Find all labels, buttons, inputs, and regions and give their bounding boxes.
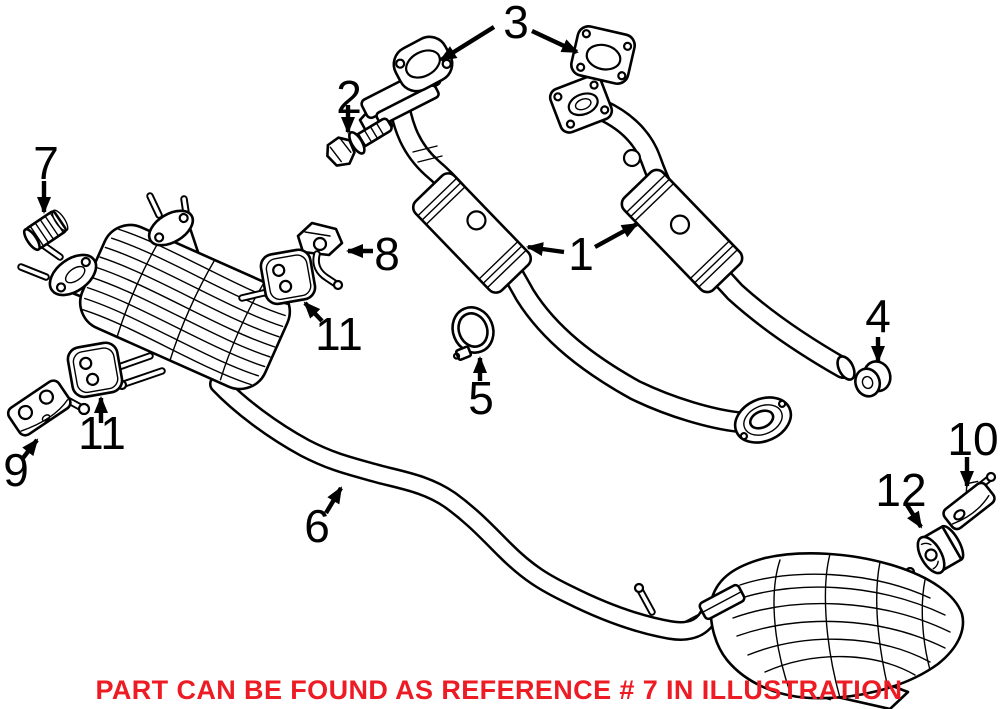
- support-bracket-drawing: [942, 471, 997, 531]
- outlet-flange-disc: [733, 396, 793, 444]
- reference-caption: PART CAN BE FOUND AS REFERENCE # 7 IN IL…: [95, 675, 902, 705]
- callout-5: 5: [468, 372, 494, 424]
- leader-9: [21, 438, 39, 460]
- callout-4: 4: [865, 290, 891, 342]
- callout-12: 12: [875, 464, 926, 516]
- callout-3: 3: [503, 0, 529, 48]
- right-downpipe-converter-drawing: [548, 74, 856, 381]
- callout-9: 9: [3, 444, 29, 496]
- rear-muffler-drawing: [682, 552, 965, 709]
- callout-7: 7: [33, 137, 59, 189]
- catalytic-converter: [411, 172, 533, 294]
- sensor-port: [669, 214, 691, 235]
- callout-11-rear: 11: [78, 407, 126, 459]
- leader-11a: [303, 301, 324, 323]
- callout-8: 8: [374, 228, 400, 280]
- inlet-flange: [147, 209, 195, 247]
- sensor-port: [466, 210, 487, 231]
- sensor-port: [622, 148, 642, 168]
- hanger-bracket-drawing: [296, 221, 344, 291]
- leader-1a: [526, 242, 565, 256]
- leader-3a: [439, 25, 496, 62]
- inlet-flange: [548, 74, 614, 134]
- support-bracket-drawing: [6, 379, 91, 437]
- callout-2: 2: [336, 71, 362, 123]
- grommet-drawing: [854, 360, 892, 398]
- intermediate-pipe-drawing: [209, 374, 721, 641]
- inlet-flange: [48, 253, 98, 297]
- open-pipe-end: [836, 355, 856, 381]
- center-muffler-drawing: [17, 192, 292, 391]
- leader-arrows: [21, 25, 974, 529]
- callout-10: 10: [947, 413, 998, 465]
- insulator-drawing: [259, 248, 317, 306]
- left-downpipe-converter-drawing: [358, 64, 793, 444]
- nut-drawing: [22, 209, 69, 252]
- leader-1b: [593, 222, 639, 249]
- flange-bolt-drawing: [326, 117, 393, 167]
- leader-3b: [531, 29, 579, 54]
- insulator-drawing: [66, 341, 124, 399]
- leader-6: [324, 486, 343, 515]
- catalytic-converter: [620, 168, 744, 294]
- callout-6: 6: [304, 500, 330, 552]
- heat-shield-ribs: [732, 553, 951, 699]
- callout-1: 1: [568, 228, 594, 280]
- leader-12: [905, 503, 923, 529]
- callout-numbers: 3 2 7 8 1 11 5 4 11 9 10 12 6: [3, 0, 998, 552]
- exhaust-gasket-drawing: [570, 25, 636, 85]
- rubber-mount-drawing: [916, 524, 965, 575]
- callout-11-front: 11: [315, 308, 363, 360]
- inlet-clamp: [682, 583, 746, 624]
- band-clamp-drawing: [451, 306, 495, 362]
